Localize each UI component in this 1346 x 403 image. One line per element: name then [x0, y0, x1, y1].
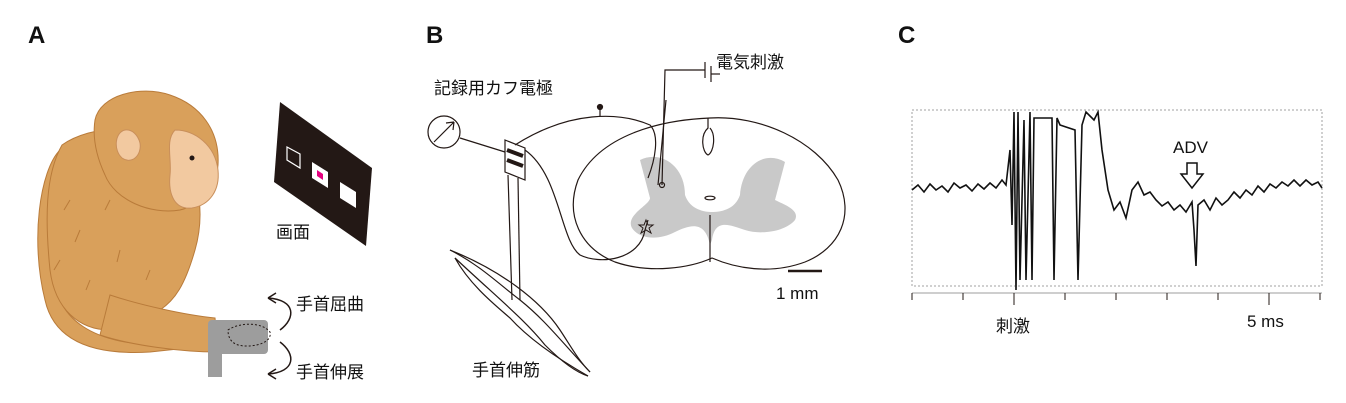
wrist-flexion-label: 手首屈曲 — [296, 295, 364, 315]
spinal-cord-cross-section — [572, 117, 846, 270]
screen-label: 画面 — [276, 223, 310, 243]
adv-arrow — [1179, 162, 1205, 190]
wrist-arrows — [267, 292, 292, 380]
manipulandum — [208, 320, 271, 377]
panel-a-letter: A — [28, 22, 46, 49]
time-scale-label: 5 ms — [1247, 312, 1284, 331]
star-marker — [637, 218, 655, 235]
stimulation-label: 電気刺激 — [716, 53, 784, 73]
muscle-label: 手首伸筋 — [472, 361, 540, 381]
scale-bar-label: 1 mm — [776, 284, 819, 303]
wrist-extensor-muscle — [449, 249, 591, 377]
panel-b-letter: B — [426, 22, 444, 49]
stimulus-label: 刺激 — [996, 317, 1030, 337]
emg-trace — [911, 109, 1323, 291]
recording-electrode-label: 記録用カフ電極 — [434, 79, 553, 99]
time-axis — [911, 292, 1322, 305]
recording-frame — [911, 109, 1323, 287]
wrist-extension-label: 手首伸展 — [296, 363, 364, 383]
adv-label: ADV — [1173, 138, 1208, 157]
monkey-illustration — [37, 90, 219, 353]
panel-c-letter: C — [898, 22, 916, 49]
stimulating-electrode — [657, 62, 720, 189]
recording-setup — [427, 103, 657, 301]
monitor-screen — [274, 102, 372, 246]
